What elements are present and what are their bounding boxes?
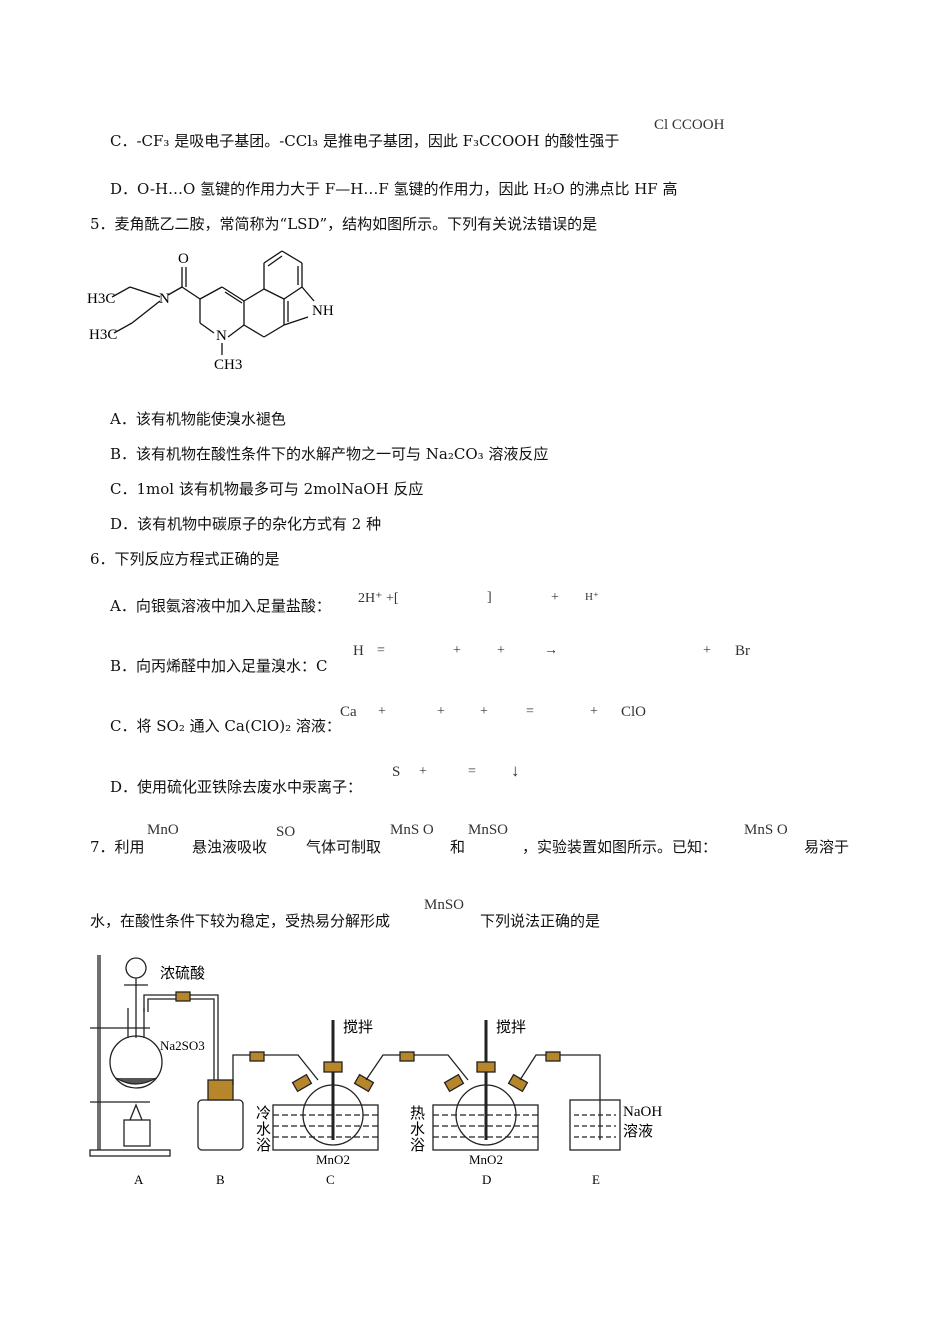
label-e: E [592, 1172, 600, 1187]
atom-ch3: CH3 [214, 357, 242, 373]
atom-nh: NH [312, 303, 334, 319]
atom-h3c-bottom: H3C [89, 327, 117, 343]
q7-frag-mno: MnO [147, 822, 179, 838]
q7-line2-a: 水，在酸性条件下较为稳定，受热易分解形成 [90, 912, 391, 930]
q7-line1-d: 和 [450, 838, 466, 856]
q6-c-frag-2: + [378, 704, 386, 719]
q5-option-c: C．1mol 该有机物最多可与 2molNaOH 反应 [110, 480, 424, 498]
q6-b-frag-6: + [703, 643, 711, 658]
label-hot-3: 浴 [410, 1137, 425, 1154]
q6-c-frag-5: = [526, 704, 534, 719]
q6-option-d: D．使用硫化亚铁除去废水中汞离子： [110, 778, 363, 796]
q6-d-frag-3: = [468, 764, 476, 779]
q4-option-c-formula: Cl CCOOH [654, 117, 725, 133]
label-stir-c: 搅拌 [343, 1019, 373, 1036]
label-mno2-d: MnO2 [469, 1152, 503, 1167]
label-cold-1: 冷 [256, 1105, 271, 1122]
q7-frag-mns-o: MnS O [390, 822, 434, 838]
label-mno2-c: MnO2 [316, 1152, 350, 1167]
q6-b-frag-4: + [497, 643, 505, 658]
q5-stem: 5．麦角酰乙二胺，常简称为“LSD”，结构如图所示。下列有关说法错误的是 [90, 215, 598, 233]
q7-frag-mns-o-2: MnS O [744, 822, 788, 838]
atom-n-amide: N [159, 291, 170, 307]
q5-option-b: B．该有机物在酸性条件下的水解产物之一可与 Na₂CO₃ 溶液反应 [110, 445, 549, 463]
q7-frag-mnso-2: MnSO [424, 897, 465, 913]
q7-line1-b: 悬浊液吸收 [192, 838, 268, 856]
q6-d-frag-1: S [392, 764, 401, 780]
q5-option-a: A．该有机物能使溴水褪色 [110, 410, 286, 428]
q6-b-frag-1: H [353, 643, 364, 659]
label-stir-d: 搅拌 [496, 1019, 526, 1036]
q6-c-frag-3: + [437, 704, 445, 719]
label-na2so3: Na2SO3 [160, 1038, 205, 1053]
q6-c-frag-6: + [590, 704, 598, 719]
q6-b-frag-7: Br [735, 643, 750, 659]
label-d: D [482, 1172, 491, 1187]
label-hot-1: 热 [410, 1105, 425, 1122]
q6-a-frag-1: 2H⁺ +[ [358, 591, 399, 606]
q6-option-b: B．向丙烯醛中加入足量溴水：C [110, 657, 328, 675]
label-hot-2: 水 [410, 1121, 425, 1138]
q7-line1-c: 气体可制取 [306, 838, 382, 856]
q5-option-d: D．该有机物中碳原子的杂化方式有 2 种 [110, 515, 382, 533]
q6-a-frag-3: + [551, 590, 559, 605]
atom-h3c-top: H3C [87, 291, 115, 307]
q6-stem: 6．下列反应方程式正确的是 [90, 550, 280, 568]
q6-c-frag-1: Ca [340, 704, 357, 720]
label-naoh: NaOH [623, 1104, 662, 1120]
label-b: B [216, 1172, 225, 1187]
lsd-structure: O N H3C H3C N CH3 NH [87, 250, 334, 373]
q6-option-c: C．将 SO₂ 通入 Ca(ClO)₂ 溶液： [110, 717, 341, 735]
q6-d-frag-4: ↓ [511, 761, 520, 780]
q6-a-frag-2: ] [487, 590, 492, 605]
q7-line1-e: ，实验装置如图所示。已知： [522, 838, 718, 856]
q7-line1-a: 7．利用 [90, 838, 145, 856]
q7-frag-mnso: MnSO [468, 822, 509, 838]
apparatus-diagram: 浓硫酸 Na2SO3 搅拌 搅拌 冷 水 浴 热 水 浴 MnO2 MnO2 N… [89, 955, 662, 1187]
label-cold-3: 浴 [256, 1137, 271, 1154]
q6-d-frag-2: + [419, 764, 427, 779]
q4-option-c: C．-CF₃ 是吸电子基团。-CCl₃ 是推电子基团，因此 F₃CCOOH 的酸… [110, 132, 620, 150]
atom-n-ring: N [216, 328, 227, 344]
q6-c-frag-7: ClO [621, 704, 647, 720]
q7-frag-so: SO [276, 824, 296, 840]
q6-c-frag-4: + [480, 704, 488, 719]
q6-b-frag-2: = [377, 643, 385, 658]
q7-line2-b: 下列说法正确的是 [480, 912, 601, 930]
q6-b-frag-5: → [544, 643, 558, 658]
label-conc-acid: 浓硫酸 [160, 965, 205, 982]
q4-option-d: D．O-H…O 氢键的作用力大于 F—H…F 氢键的作用力，因此 H₂O 的沸点… [110, 180, 678, 198]
label-cold-2: 水 [256, 1121, 271, 1138]
label-solution: 溶液 [623, 1123, 653, 1140]
q6-a-frag-4: H⁺ [585, 591, 599, 603]
q6-option-a: A．向银氨溶液中加入足量盐酸： [110, 597, 331, 615]
label-a: A [134, 1172, 144, 1187]
q6-b-frag-3: + [453, 643, 461, 658]
label-c: C [326, 1172, 335, 1187]
atom-o: O [178, 251, 189, 267]
q7-line1-f: 易溶于 [804, 838, 850, 856]
